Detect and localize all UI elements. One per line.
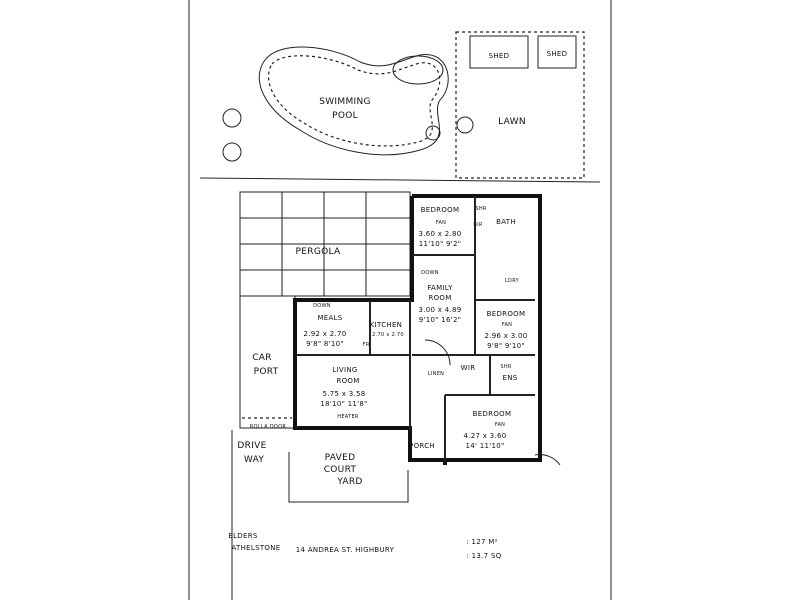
shed-2: [537, 35, 577, 69]
wir-label: WIR: [461, 364, 476, 372]
lawn-area: [455, 31, 585, 179]
kitchen-metric: 2.70 x 2.70: [372, 332, 404, 338]
boundary-fence: [199, 177, 601, 183]
heater-label: HEATER: [337, 414, 359, 420]
shed-1: [469, 35, 529, 69]
courtyard-label-3: YARD: [336, 477, 362, 487]
fan-icon: FAN: [502, 322, 512, 328]
courtyard-label: PAVED: [325, 453, 356, 463]
shower-1-label: SHR: [475, 206, 487, 212]
driveway-label-2: WAY: [244, 455, 264, 465]
tree-icon: [222, 108, 242, 128]
bedroom-1-imperial: 11'10" 9'2": [419, 240, 462, 248]
meals-down-label: DOWN: [313, 303, 331, 309]
shed-1-label: SHED: [489, 52, 510, 60]
laundry-label: LDRY: [505, 278, 520, 284]
family-room-imperial: 9'10" 16'2": [419, 316, 462, 324]
courtyard-edge: [288, 452, 409, 503]
linen-label: LINEN: [428, 371, 444, 377]
area-m2: : 127 M²: [466, 538, 497, 546]
courtyard-label-2: COURT: [324, 465, 357, 475]
house-walls: [293, 194, 561, 466]
bedroom-2-label: BEDROOM: [487, 310, 526, 318]
ensuite-label: ENS: [502, 374, 517, 382]
fan-icon: FAN: [495, 422, 505, 428]
family-room-metric: 3.00 x 4.89: [418, 306, 461, 314]
pergola-label: PERGOLA: [296, 247, 341, 257]
pool-label: SWIMMING: [319, 97, 371, 107]
meals-imperial: 9'8" 8'10": [306, 340, 344, 348]
bedroom-1-label: BEDROOM: [421, 206, 460, 214]
agent-name: ELDERS: [228, 532, 257, 540]
tree-icon: [425, 125, 441, 141]
shower-2-label: SHR: [500, 364, 512, 370]
pool-coping: [268, 55, 441, 147]
tree-icon: [222, 142, 242, 162]
bedroom-3-imperial: 14' 11'10": [465, 442, 504, 450]
area-squares: : 13.7 SQ: [466, 552, 501, 560]
family-room-label-2: ROOM: [428, 294, 451, 302]
swimming-pool: [258, 46, 449, 156]
bir-label: BIR: [473, 222, 483, 228]
pergola-grid: [239, 191, 411, 297]
meals-label: MEALS: [317, 314, 342, 322]
driveway-label: DRIVE: [237, 441, 266, 451]
bedroom-3-label: BEDROOM: [473, 410, 512, 418]
bath-label: BATH: [496, 218, 516, 226]
tree-icon: [456, 116, 474, 134]
living-room-label-2: ROOM: [336, 377, 359, 385]
roller-door-label: ROLLA DOOR: [250, 424, 287, 430]
living-room-imperial: 18'10" 11'8": [320, 400, 367, 408]
shed-2-label: SHED: [547, 50, 568, 58]
lawn-label: LAWN: [498, 117, 526, 127]
fan-icon: FAN: [436, 220, 446, 226]
down-step-label: DOWN: [421, 270, 439, 276]
fridge-label: FR: [363, 342, 370, 348]
bedroom-2-metric: 2.96 x 3.00: [484, 332, 527, 340]
living-room-metric: 5.75 x 3.58: [322, 390, 365, 398]
carport-label: CAR: [252, 353, 272, 363]
carport-label-2: PORT: [254, 367, 279, 377]
living-room-label: LIVING: [332, 366, 357, 374]
meals-metric: 2.92 x 2.70: [303, 330, 346, 338]
kitchen-label: KITCHEN: [370, 321, 402, 329]
property-address: 14 ANDREA ST. HIGHBURY: [296, 546, 395, 554]
spa: [392, 55, 444, 85]
porch-label: PORCH: [409, 442, 435, 450]
family-room-label: FAMILY: [427, 284, 453, 292]
pool-label-2: POOL: [332, 111, 358, 121]
bedroom-1-metric: 3.60 x 2.80: [418, 230, 461, 238]
agent-suburb: ATHELSTONE: [232, 544, 281, 552]
bedroom-3-metric: 4.27 x 3.60: [463, 432, 506, 440]
bedroom-2-imperial: 9'8" 9'10": [487, 342, 525, 350]
